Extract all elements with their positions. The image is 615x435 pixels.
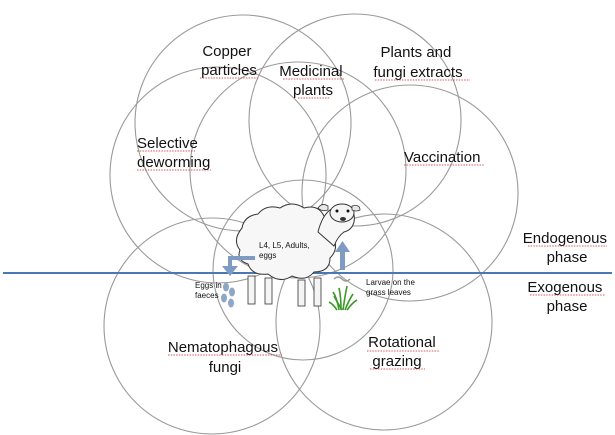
label-medicinal-plants: Medicinal plants xyxy=(279,63,347,99)
arrow-to-faeces xyxy=(222,256,255,276)
circle-rotational-grazing xyxy=(275,213,493,431)
arrow-to-host xyxy=(335,241,350,270)
grass-icon xyxy=(328,285,358,311)
label-endogenous-phase: Endogenous phase xyxy=(523,230,611,266)
larva-icon xyxy=(333,276,351,282)
circle-vaccination xyxy=(301,84,519,302)
label-plants-fungi-extracts: Plants and fungi extracts xyxy=(373,44,462,81)
circle-plants-fungi-extracts xyxy=(248,13,462,227)
spellcheck-underlines xyxy=(137,77,607,370)
label-parasite-stages: L4, L5, Adults, eggs xyxy=(259,241,312,260)
circle-nematophagous-fungi xyxy=(103,217,321,435)
label-eggs-in-faeces: Eggs in faeces xyxy=(195,281,224,300)
label-nematophagous-fungi: Nematophagous fungi xyxy=(168,339,282,376)
eggs-icon xyxy=(221,282,235,308)
label-larvae-grass: Larvae on the grass leaves xyxy=(366,278,417,297)
label-rotational-grazing: Rotational grazing xyxy=(368,334,440,370)
circle-selective-deworming xyxy=(109,66,327,284)
label-vaccination: Vaccination xyxy=(404,149,480,166)
label-copper-particles: Copper particles xyxy=(201,43,257,79)
sheep-illustration xyxy=(236,203,361,307)
label-selective-deworming: Selective deworming xyxy=(137,135,210,171)
circle-center xyxy=(212,179,394,361)
label-exogenous-phase: Exogenous phase xyxy=(527,279,606,315)
